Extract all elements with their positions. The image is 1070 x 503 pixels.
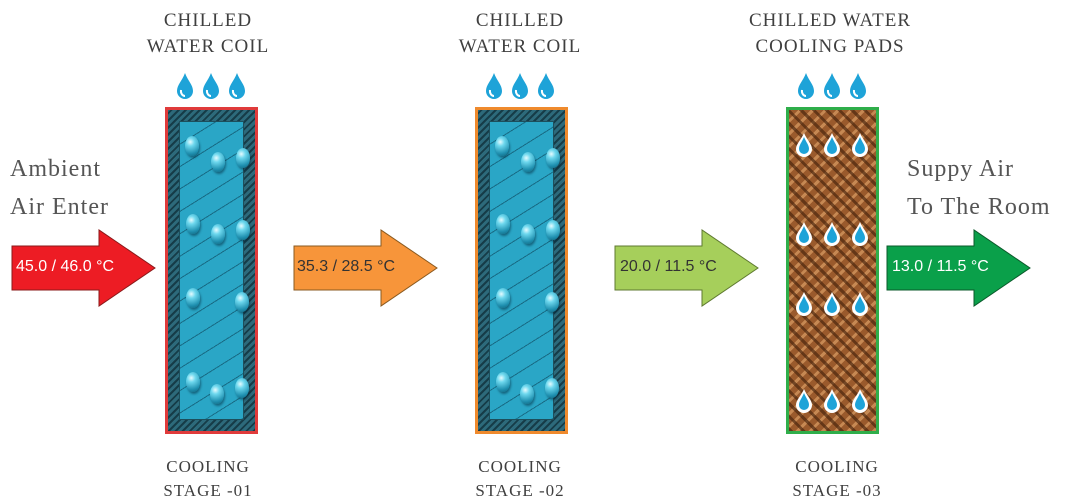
stage-3-cooling-pad: [786, 107, 879, 434]
stage-3-title-line1: CHILLED WATER: [749, 10, 911, 31]
arrow-3-temperature: 20.0 / 11.5 °C: [620, 258, 717, 275]
pad-drops: [796, 133, 868, 413]
water-bead: [211, 152, 225, 172]
stage-2-title-line1: CHILLED: [475, 10, 565, 31]
stage-1-title-line2: WATER COIL: [146, 36, 270, 57]
water-drop-icon: [177, 73, 193, 99]
arrow-2-temperature: 35.3 / 28.5 °C: [297, 258, 396, 275]
stage-2-chilled-water-coil: [475, 107, 568, 434]
water-bead: [235, 292, 249, 312]
arrow-right-icon: [614, 229, 759, 307]
water-drop-icon: [798, 73, 814, 99]
arrow-supply-air: 13.0 / 11.5 °C: [886, 229, 1032, 307]
stage-3-title-line2: COOLING PADS: [755, 36, 905, 57]
water-drop-icon: [852, 389, 868, 413]
stage-2-label-line2: STAGE -02: [475, 481, 565, 500]
stage-1-label-line1: COOLING: [166, 457, 250, 476]
water-drop-icon: [796, 133, 812, 157]
stage-1-label-line2: STAGE -01: [163, 481, 253, 500]
water-bead: [210, 384, 224, 404]
water-bead: [545, 378, 559, 398]
arrow-after-stage-2: 20.0 / 11.5 °C: [614, 229, 760, 307]
water-drop-icon: [852, 133, 868, 157]
stage-2-label: COOLING STAGE -02: [420, 455, 620, 503]
water-bead: [546, 148, 560, 168]
water-bead: [496, 372, 510, 392]
stage-1-title-line1: CHILLED: [163, 10, 253, 31]
water-bead: [521, 224, 535, 244]
stage-2-label-line1: COOLING: [478, 457, 562, 476]
water-bead: [236, 148, 250, 168]
stage-1-title: CHILLED WATER COIL: [108, 8, 308, 60]
water-drop-icon: [824, 222, 840, 246]
stage-3-label: COOLING STAGE -03: [737, 455, 937, 503]
water-bead: [546, 220, 560, 240]
stage-1-label: COOLING STAGE -01: [108, 455, 308, 503]
water-bead: [496, 214, 510, 234]
water-bead: [545, 292, 559, 312]
water-drop-icon: [852, 222, 868, 246]
stage-1-chilled-water-coil: [165, 107, 258, 434]
water-bead: [236, 220, 250, 240]
outlet-label: Suppy Air To The Room: [907, 150, 1051, 226]
coil-fins: [179, 121, 250, 420]
stage-3-label-line2: STAGE -03: [792, 481, 882, 500]
inlet-label: Ambient Air Enter: [10, 150, 109, 226]
stage-1-drops: [175, 72, 247, 100]
water-drop-icon: [796, 292, 812, 316]
water-drop-icon: [538, 73, 554, 99]
water-drop-icon: [852, 292, 868, 316]
water-drop-icon: [850, 73, 866, 99]
arrow-right-icon: [886, 229, 1031, 307]
stage-2-title-line2: WATER COIL: [458, 36, 582, 57]
water-bead: [495, 136, 509, 156]
water-bead: [185, 136, 199, 156]
outlet-line1: Suppy Air: [907, 156, 1015, 182]
water-bead: [211, 224, 225, 244]
outlet-line2: To The Room: [907, 194, 1051, 220]
pad-texture: [789, 110, 876, 431]
inlet-line2: Air Enter: [10, 194, 109, 220]
water-drop-icon: [824, 389, 840, 413]
stage-3-drops: [796, 72, 868, 100]
water-drop-icon: [512, 73, 528, 99]
stage-3-label-line1: COOLING: [795, 457, 879, 476]
water-bead: [186, 214, 200, 234]
water-drop-icon: [824, 73, 840, 99]
arrow-4-temperature: 13.0 / 11.5 °C: [892, 258, 989, 275]
water-bead: [520, 384, 534, 404]
water-drop-icon: [824, 133, 840, 157]
water-bead: [496, 288, 510, 308]
water-drop-icon: [229, 73, 245, 99]
water-drop-icon: [824, 292, 840, 316]
water-drop-icon: [203, 73, 219, 99]
arrow-right-icon: [11, 229, 156, 307]
stage-3-title: CHILLED WATER COOLING PADS: [720, 8, 940, 60]
stage-2-title: CHILLED WATER COIL: [420, 8, 620, 60]
inlet-line1: Ambient: [10, 156, 101, 182]
water-bead: [235, 378, 249, 398]
water-bead: [521, 152, 535, 172]
arrow-inlet-air: 45.0 / 46.0 °C: [11, 229, 157, 307]
water-drop-icon: [796, 389, 812, 413]
water-bead: [186, 372, 200, 392]
arrow-right-icon: [293, 229, 438, 307]
water-drop-icon: [486, 73, 502, 99]
arrow-after-stage-1: 35.3 / 28.5 °C: [293, 229, 439, 307]
arrow-1-temperature: 45.0 / 46.0 °C: [16, 258, 115, 275]
coil-fins: [489, 121, 560, 420]
water-drop-icon: [796, 222, 812, 246]
water-bead: [186, 288, 200, 308]
stage-2-drops: [484, 72, 556, 100]
